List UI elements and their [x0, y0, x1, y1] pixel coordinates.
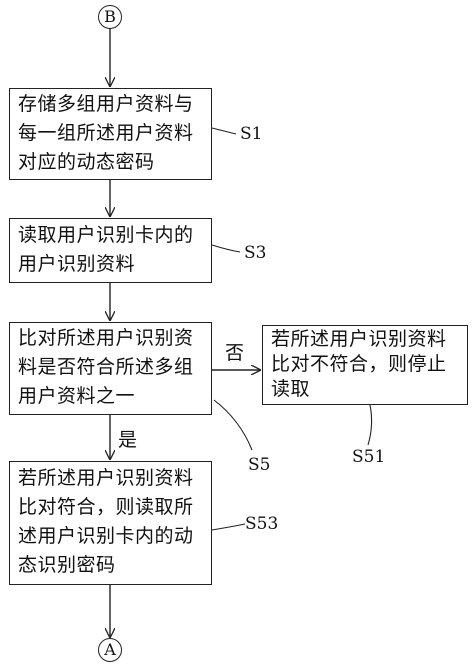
step-s3-line-1: 读取用户识别卡内的 [18, 224, 194, 246]
step-s53-line-4: 态识别密码 [18, 554, 116, 576]
step-s51-line-3: 读取 [271, 378, 311, 400]
step-s53-line-1: 若所述用户识别资料 [18, 467, 194, 489]
leader-s3 [211, 244, 241, 253]
step-s5-line-2: 料是否符合所述多组 [18, 356, 194, 378]
leader-s53 [211, 523, 246, 531]
step-s3-line-2: 用户识别资料 [18, 253, 136, 275]
step-s1-line-1: 存储多组用户资料与 [18, 93, 194, 115]
step-s51-line-1: 若所述用户识别资料 [271, 328, 447, 350]
step-s53-line-3: 述用户识别卡内的动 [18, 525, 194, 547]
connector-b: B [98, 5, 122, 29]
step-s51-line-2: 比对不符合，则停止 [271, 353, 447, 375]
step-s5-line-1: 比对所述用户识别资 [18, 327, 194, 349]
step-s5-label: S5 [248, 455, 271, 475]
step-s53-box: 若所述用户识别资料 比对符合，则读取所 述用户识别卡内的动 态识别密码 [9, 461, 212, 585]
step-s5-box: 比对所述用户识别资 料是否符合所述多组 用户资料之一 [9, 322, 212, 415]
branch-yes-label: 是 [118, 429, 138, 451]
leader-s51 [367, 404, 373, 446]
step-s1-box: 存储多组用户资料与 每一组所述用户资料 对应的动态密码 [9, 88, 212, 180]
connector-a: A [98, 638, 122, 662]
step-s1-line-2: 每一组所述用户资料 [18, 122, 194, 144]
step-s3-box: 读取用户识别卡内的 用户识别资料 [9, 218, 212, 283]
step-s51-box: 若所述用户识别资料 比对不符合，则停止 读取 [262, 325, 468, 405]
step-s3-label: S3 [244, 243, 267, 263]
branch-no-label: 否 [225, 342, 245, 364]
leader-s1 [211, 127, 237, 135]
step-s51-label: S51 [352, 447, 386, 467]
step-s5-line-3: 用户资料之一 [18, 385, 136, 407]
step-s1-line-3: 对应的动态密码 [18, 151, 155, 173]
leader-s5 [213, 399, 253, 451]
step-s53-line-2: 比对符合，则读取所 [18, 496, 194, 518]
step-s53-label: S53 [245, 514, 279, 534]
step-s1-label: S1 [240, 124, 263, 144]
